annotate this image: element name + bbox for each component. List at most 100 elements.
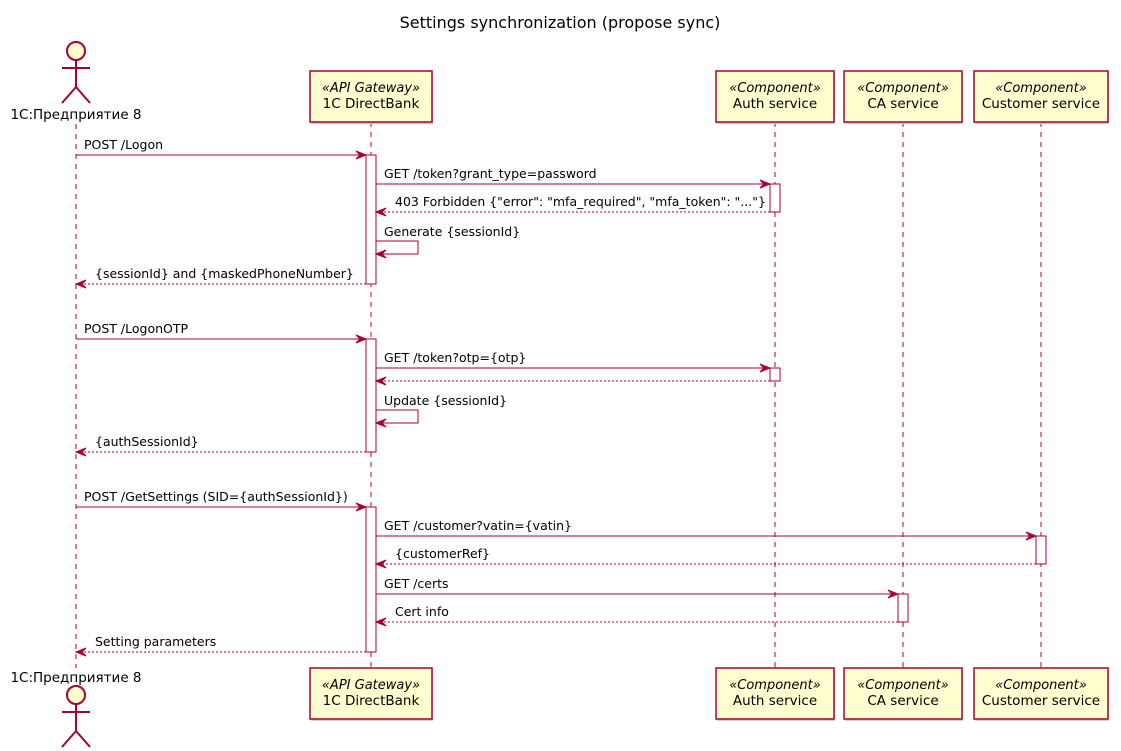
participant-gateway-top: «API Gateway»1C DirectBank: [309, 70, 433, 124]
message-arrowhead: [1025, 531, 1038, 541]
message-arrowhead: [887, 589, 900, 599]
message-16: Setting parameters: [74, 634, 366, 657]
participant-stereotype: «Component»: [857, 81, 949, 96]
actor-figure-icon: [61, 685, 91, 748]
message-line: [376, 409, 419, 424]
participant-box: [843, 70, 963, 123]
message-label: POST /LogonOTP: [84, 321, 189, 336]
message-1: POST /Logon: [76, 137, 368, 160]
message-arrowhead: [374, 617, 387, 627]
participant-stereotype: «Component»: [729, 678, 821, 693]
participant-stereotype: «Component»: [995, 678, 1087, 693]
diagram-title: Settings synchronization (propose sync): [400, 13, 721, 32]
message-label: GET /token?grant_type=password: [384, 166, 597, 181]
participant-name: Customer service: [982, 693, 1100, 709]
message-8: [374, 376, 770, 386]
actor-name: 1С:Предприятие 8: [10, 670, 141, 686]
message-11: POST /GetSettings (SID={authSessionId}): [76, 489, 368, 512]
message-label: POST /GetSettings (SID={authSessionId}): [84, 489, 348, 504]
participant-ca-top: «Component»CA service: [843, 70, 963, 124]
message-6: POST /LogonOTP: [76, 321, 368, 344]
message-3: 403 Forbidden {"error": "mfa_required", …: [374, 194, 770, 217]
activation-bar-gateway: [365, 338, 377, 453]
message-arrowhead: [74, 647, 87, 657]
message-label: GET /customer?vatin={vatin}: [384, 518, 572, 533]
message-arrowhead: [74, 447, 87, 457]
message-7: GET /token?otp={otp}: [376, 350, 772, 373]
message-label: GET /token?otp={otp}: [384, 350, 526, 365]
message-14: GET /certs: [376, 576, 900, 599]
participant-auth-top: «Component»Auth service: [715, 70, 835, 124]
participant-stereotype: «Component»: [995, 81, 1087, 96]
participant-name: CA service: [867, 96, 938, 112]
participant-box: [715, 70, 835, 123]
actor-name: 1С:Предприятие 8: [10, 107, 141, 123]
participant-ca-bottom: «Component»CA service: [843, 667, 963, 721]
participant-stereotype: «API Gateway»: [322, 678, 420, 693]
message-arrowhead: [374, 376, 387, 386]
participant-stereotype: «Component»: [857, 678, 949, 693]
message-label: {sessionId} and {maskedPhoneNumber}: [95, 266, 354, 281]
participant-name: CA service: [867, 693, 938, 709]
message-13: {customerRef}: [374, 546, 1036, 569]
message-9: Update {sessionId}: [374, 393, 507, 428]
participants-bottom: 1С:Предприятие 8 «API Gateway»1C DirectBa…: [10, 667, 1109, 748]
actor-figure-icon: [61, 41, 91, 104]
participant-actor-top: 1С:Предприятие 8: [10, 41, 142, 123]
message-arrowhead: [355, 334, 368, 344]
participant-name: 1C DirectBank: [323, 693, 420, 709]
message-label: Cert info: [395, 604, 449, 619]
participant-name: 1C DirectBank: [323, 96, 420, 112]
participant-box: [715, 667, 835, 720]
message-arrowhead: [74, 279, 87, 289]
participant-gateway-bottom: «API Gateway»1C DirectBank: [309, 667, 433, 721]
message-label: POST /Logon: [84, 137, 163, 152]
participant-box: [309, 667, 433, 720]
activation-bars: [365, 154, 1047, 653]
participant-name: Auth service: [733, 96, 817, 112]
participant-name: Auth service: [733, 693, 817, 709]
message-label: Setting parameters: [95, 634, 216, 649]
participant-actor-bottom: 1С:Предприятие 8: [10, 670, 142, 748]
participant-box: [843, 667, 963, 720]
message-arrowhead: [355, 150, 368, 160]
message-arrowhead: [355, 502, 368, 512]
participant-customer-bottom: «Component»Customer service: [973, 667, 1109, 721]
message-label: Generate {sessionId}: [384, 224, 520, 239]
activation-bar-auth: [769, 367, 781, 382]
message-10: {authSessionId}: [74, 434, 366, 457]
message-2: GET /token?grant_type=password: [376, 166, 772, 189]
message-label: 403 Forbidden {"error": "mfa_required", …: [395, 194, 766, 209]
message-label: Update {sessionId}: [384, 393, 507, 408]
participant-stereotype: «Component»: [729, 81, 821, 96]
activation-bar-customer: [1035, 535, 1047, 565]
message-line: [376, 240, 419, 255]
participants-top: 1С:Предприятие 8 «API Gateway»1C DirectBa…: [10, 41, 1109, 124]
participant-customer-top: «Component»Customer service: [973, 70, 1109, 124]
activation-bar-auth: [769, 183, 781, 213]
message-arrowhead: [374, 207, 387, 217]
message-5: {sessionId} and {maskedPhoneNumber}: [74, 266, 366, 289]
message-arrowhead: [374, 249, 387, 259]
message-label: {authSessionId}: [95, 434, 199, 449]
message-arrowhead: [374, 559, 387, 569]
participant-stereotype: «API Gateway»: [322, 81, 420, 96]
message-label: {customerRef}: [395, 546, 490, 561]
message-15: Cert info: [374, 604, 898, 627]
message-arrowhead: [759, 179, 772, 189]
activation-bar-gateway: [365, 506, 377, 653]
message-12: GET /customer?vatin={vatin}: [376, 518, 1038, 541]
activation-bar-ca: [897, 593, 909, 623]
participant-box: [973, 70, 1109, 123]
message-label: GET /certs: [384, 576, 449, 591]
message-arrowhead: [374, 418, 387, 428]
participant-name: Customer service: [982, 96, 1100, 112]
message-4: Generate {sessionId}: [374, 224, 520, 259]
participant-box: [309, 70, 433, 123]
participant-box: [973, 667, 1109, 720]
activation-bar-gateway: [365, 154, 377, 285]
participant-auth-bottom: «Component»Auth service: [715, 667, 835, 721]
message-arrowhead: [759, 363, 772, 373]
